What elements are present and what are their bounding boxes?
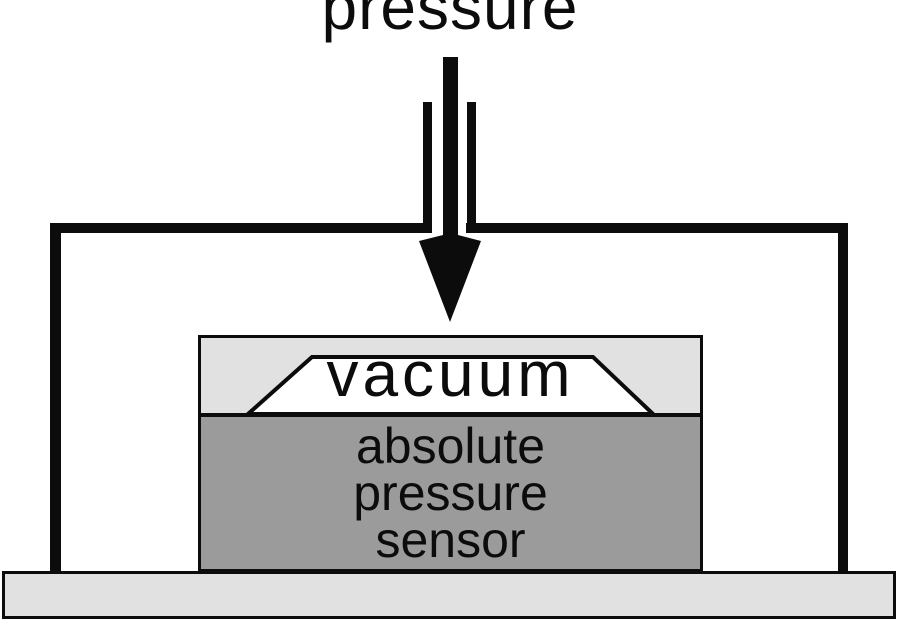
- enclosure-left-wall: [50, 223, 61, 571]
- sensor-die-block: absolute pressure sensor: [201, 413, 700, 569]
- base-substrate: [2, 571, 896, 619]
- inlet-tube-left-wall: [423, 102, 432, 233]
- enclosure-top-line-right: [466, 223, 848, 233]
- sensor-label-line-3: sensor: [375, 511, 526, 568]
- pressure-label: pressure: [321, 0, 579, 43]
- sensor-label-line-1: absolute: [355, 417, 546, 474]
- enclosure-top-line-left: [50, 223, 432, 233]
- sensor-label-line-2: pressure: [353, 464, 548, 521]
- inlet-tube-right-wall: [467, 102, 476, 233]
- enclosure-right-wall: [838, 223, 848, 571]
- vacuum-cavity-shape: [244, 355, 657, 416]
- vacuum-label: vacuum: [326, 338, 575, 410]
- pressure-down-arrow-icon: [419, 57, 481, 322]
